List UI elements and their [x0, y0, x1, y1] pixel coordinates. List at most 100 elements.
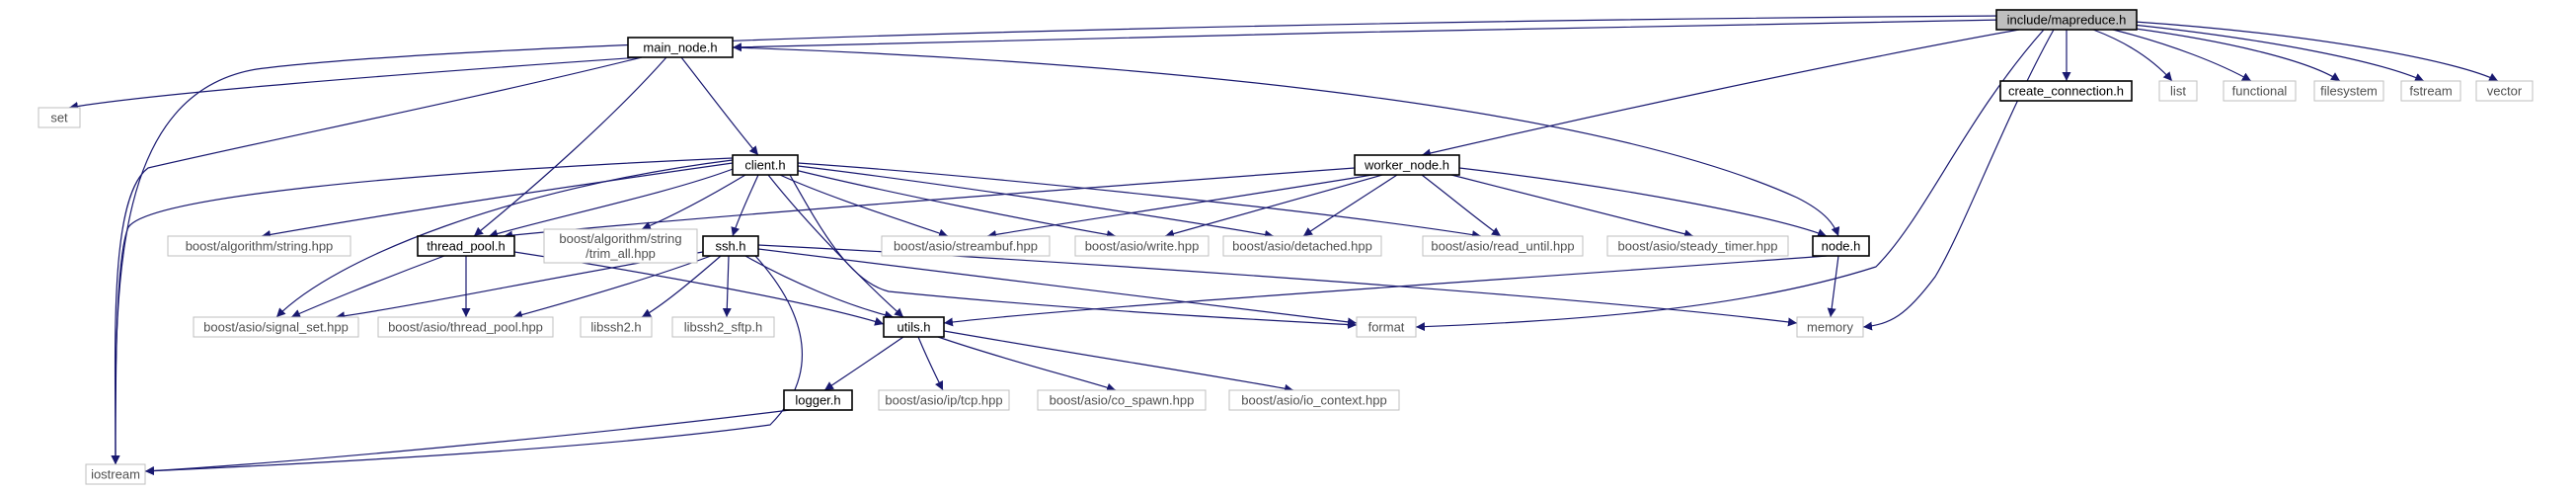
node-box	[2475, 80, 2534, 102]
node-node[interactable]: node.h	[1812, 235, 1870, 257]
node-client[interactable]: client.h	[732, 154, 799, 176]
node-box	[2223, 80, 2297, 102]
node-list[interactable]: list	[2158, 80, 2198, 102]
node-io-context[interactable]: boost/asio/io_context.hpp	[1228, 389, 1400, 411]
node-label: list	[2170, 84, 2186, 99]
edge-main-node-to-client	[680, 56, 759, 156]
edge-mapreduce-to-filesystem	[2127, 27, 2341, 82]
edge-main-node-to-node	[732, 46, 1840, 237]
node-signal-set[interactable]: boost/asio/signal_set.hpp	[193, 316, 359, 338]
node-label: ssh.h	[715, 239, 745, 254]
node-label: boost/asio/detached.hpp	[1232, 239, 1372, 254]
node-label: filesystem	[2320, 84, 2378, 99]
node-box	[167, 235, 351, 257]
edge-ssh-to-thread-pool-hpp	[512, 255, 712, 319]
node-libssh2-sftp[interactable]: libssh2_sftp.h	[671, 316, 775, 338]
edge-mapreduce-to-main-node	[732, 19, 2005, 52]
edge-utils-to-logger	[823, 336, 904, 391]
node-fstream[interactable]: fstream	[2400, 80, 2461, 102]
node-label: functional	[2232, 84, 2288, 99]
edge-ssh-to-format	[757, 248, 1358, 327]
edge-utils-to-tcp	[917, 336, 944, 391]
node-streambuf[interactable]: boost/asio/streambuf.hpp	[881, 235, 1051, 257]
edge-main-node-to-set	[68, 56, 643, 111]
node-box	[1228, 389, 1400, 411]
edge-ssh-to-memory	[757, 244, 1798, 327]
node-logger[interactable]: logger.h	[783, 389, 853, 411]
node-boost-alg-string[interactable]: boost/algorithm/string.hpp	[167, 235, 351, 257]
edge-mapreduce-to-functional	[2112, 29, 2252, 82]
edge-worker-node-to-read-until	[1421, 174, 1502, 237]
node-libssh2[interactable]: libssh2.h	[580, 316, 653, 338]
edge-logger-to-iostream	[144, 409, 791, 475]
node-box	[2400, 80, 2461, 102]
edge-worker-node-to-node	[1458, 167, 1828, 238]
node-create-connection[interactable]: create_connection.h	[1999, 80, 2133, 102]
edge-client-to-streambuf	[779, 174, 949, 238]
edge-client-to-write	[794, 169, 1117, 239]
node-memory[interactable]: memory	[1796, 316, 1864, 338]
node-box	[1422, 235, 1584, 257]
node-write[interactable]: boost/asio/write.hpp	[1074, 235, 1210, 257]
node-functional[interactable]: functional	[2223, 80, 2297, 102]
node-detached[interactable]: boost/asio/detached.hpp	[1222, 235, 1382, 257]
node-label: libssh2.h	[590, 320, 641, 335]
edge-mapreduce-to-fstream	[2132, 24, 2425, 82]
node-label: boost/asio/signal_set.hpp	[203, 320, 349, 335]
node-box	[1356, 316, 1417, 338]
node-label: /trim_all.hpp	[585, 246, 656, 261]
edge-ssh-to-iostream	[144, 255, 803, 476]
node-main-node[interactable]: main_node.h	[627, 37, 734, 58]
node-label: logger.h	[795, 393, 840, 408]
node-read-until[interactable]: boost/asio/read_until.hpp	[1422, 235, 1584, 257]
node-label: libssh2_sftp.h	[684, 320, 763, 335]
edge-client-to-iostream	[111, 157, 734, 465]
node-label: boost/asio/read_until.hpp	[1431, 239, 1574, 254]
node-filesystem[interactable]: filesystem	[2313, 80, 2384, 102]
node-worker-node[interactable]: worker_node.h	[1354, 154, 1460, 176]
edge-ssh-to-libssh2	[641, 255, 722, 318]
edge-client-to-signal-set	[275, 159, 734, 318]
node-label: thread_pool.h	[427, 239, 506, 254]
node-box	[783, 389, 853, 411]
node-box	[417, 235, 515, 257]
node-box	[1999, 80, 2133, 102]
node-box	[1796, 316, 1864, 338]
node-iostream[interactable]: iostream	[85, 463, 146, 485]
edge-mapreduce-to-format	[1415, 29, 2045, 332]
node-box	[1222, 235, 1382, 257]
node-label: boost/asio/steady_timer.hpp	[1618, 239, 1778, 254]
edge-client-to-read-until	[797, 162, 1482, 240]
node-tcp[interactable]: boost/asio/ip/tcp.hpp	[878, 389, 1010, 411]
node-label: boost/asio/thread_pool.hpp	[388, 320, 543, 335]
edge-worker-node-to-steady-timer	[1450, 174, 1694, 239]
node-box	[2313, 80, 2384, 102]
node-label: iostream	[91, 467, 140, 482]
node-thread-pool[interactable]: thread_pool.h	[417, 235, 515, 257]
node-label: node.h	[1822, 239, 1861, 254]
node-co-spawn[interactable]: boost/asio/co_spawn.hpp	[1037, 389, 1207, 411]
node-mapreduce[interactable]: include/mapreduce.h	[1995, 9, 2138, 31]
edge-worker-node-to-write	[1164, 174, 1383, 238]
edge-client-to-boost-alg-string	[261, 162, 734, 239]
node-box	[883, 316, 945, 338]
node-trim-all[interactable]: boost/algorithm/string/trim_all.hpp	[543, 228, 698, 264]
node-utils[interactable]: utils.h	[883, 316, 945, 338]
node-set[interactable]: set	[38, 107, 81, 128]
node-label: boost/asio/io_context.hpp	[1241, 393, 1386, 408]
node-vector[interactable]: vector	[2475, 80, 2534, 102]
edge-worker-node-to-detached	[1302, 174, 1398, 237]
node-steady-timer[interactable]: boost/asio/steady_timer.hpp	[1606, 235, 1789, 257]
edge-ssh-to-libssh2-sftp	[722, 255, 732, 318]
node-format[interactable]: format	[1356, 316, 1417, 338]
node-label: boost/algorithm/string.hpp	[186, 239, 334, 254]
node-ssh[interactable]: ssh.h	[702, 235, 759, 257]
node-box	[732, 154, 799, 176]
edges-layer	[68, 15, 2499, 476]
node-thread-pool-hpp[interactable]: boost/asio/thread_pool.hpp	[377, 316, 554, 338]
edge-client-to-format	[789, 174, 1358, 330]
edge-utils-to-co-spawn	[937, 336, 1117, 392]
node-label: utils.h	[898, 320, 931, 335]
node-box	[580, 316, 653, 338]
edge-client-to-trim-all	[641, 174, 746, 230]
